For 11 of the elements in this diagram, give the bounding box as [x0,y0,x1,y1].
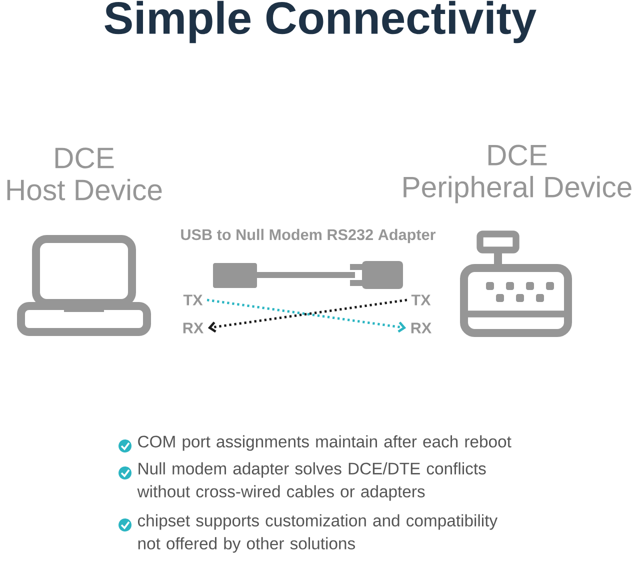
signal-label: TX [183,294,203,306]
device-heading: DCE Host Device [7,148,162,200]
bullet-text: COM port assignments maintain after each reboot [138,435,512,451]
adapter-heading: USB to Null Modem RS232 Adapter [181,228,436,244]
bullet-text: chipset supports customization and compatibility not offered by other solutions [138,514,498,553]
device-heading: DCE Peripheral Device [404,144,632,204]
signal-label: RX [183,322,204,334]
bullet-text: Null modem adapter solves DCE/DTE conflicts without cross-wired cables or adapters [137,462,486,501]
signal-label: TX [411,294,431,306]
signal-label: RX [411,322,432,334]
title: Simple Connectivity [104,0,536,44]
